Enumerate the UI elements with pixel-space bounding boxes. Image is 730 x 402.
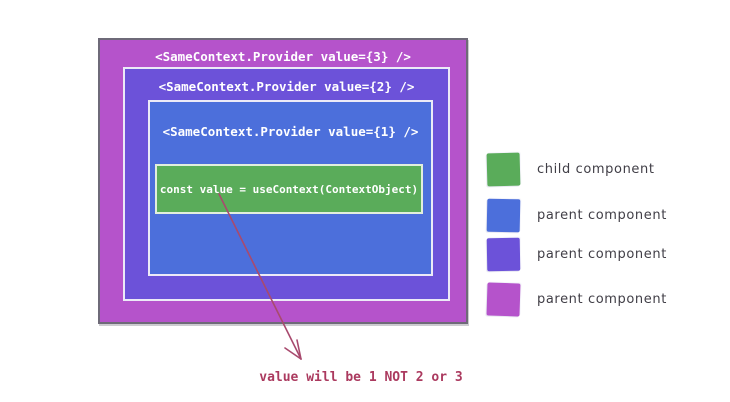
legend-item-child: child component [486, 152, 655, 187]
provider-1-box: <SameContext.Provider value={1} /> const… [148, 100, 433, 276]
legend-label: child component [537, 162, 655, 177]
provider-3-label: <SameContext.Provider value={3} /> [155, 49, 411, 64]
consumer-label: const value = useContext(ContextObject) [159, 182, 419, 196]
legend-label: parent component [537, 292, 667, 307]
child-component-swatch [486, 152, 521, 187]
legend-label: parent component [537, 208, 667, 223]
provider-3-box: <SameContext.Provider value={3} /> <Same… [98, 38, 468, 324]
legend-item-parent-violet: parent component [486, 237, 667, 272]
provider-1-label: <SameContext.Provider value={1} /> [162, 124, 419, 139]
parent-component-violet-swatch [486, 237, 521, 272]
legend-label: parent component [537, 247, 667, 262]
consumer-box: const value = useContext(ContextObject) [155, 164, 423, 214]
legend-item-parent-blue: parent component [486, 198, 667, 233]
provider-2-label: <SameContext.Provider value={2} /> [158, 79, 415, 94]
provider-2-box: <SameContext.Provider value={2} /> <Same… [123, 67, 450, 301]
parent-component-magenta-swatch [486, 282, 521, 317]
parent-component-blue-swatch [486, 198, 521, 233]
annotation-text: value will be 1 NOT 2 or 3 [259, 370, 463, 385]
legend-item-parent-magenta: parent component [486, 282, 667, 317]
